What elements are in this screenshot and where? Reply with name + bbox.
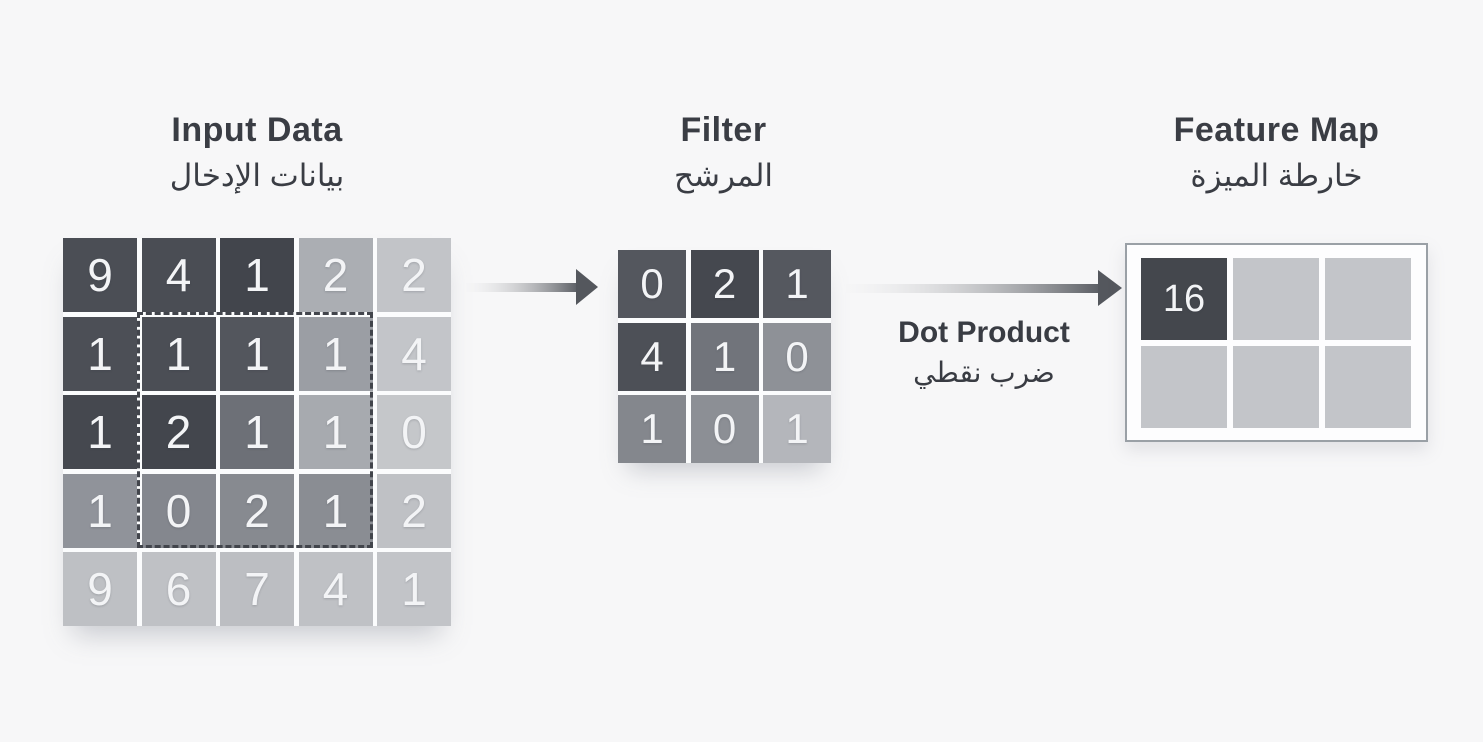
matrix-cell: 1 bbox=[763, 395, 831, 463]
matrix-cell: 6 bbox=[141, 552, 216, 626]
input-title-arabic: بيانات الإدخال bbox=[169, 158, 345, 193]
feature-map-matrix: 16 bbox=[1141, 258, 1411, 428]
matrix-cell: 2 bbox=[220, 473, 294, 548]
matrix-cell: 4 bbox=[618, 322, 686, 391]
matrix-cell: 1 bbox=[63, 395, 137, 469]
feature-map-title-arabic: خارطة الميزة bbox=[1190, 158, 1363, 193]
input-title-block: Input Data بيانات الإدخال bbox=[63, 108, 451, 200]
matrix-cell: 1 bbox=[298, 395, 373, 469]
matrix-cell: 0 bbox=[763, 322, 831, 391]
matrix-cell: 4 bbox=[298, 552, 373, 626]
filter-title: Filter bbox=[680, 111, 767, 149]
matrix-cell: 1 bbox=[298, 473, 373, 548]
matrix-cell: 1 bbox=[298, 316, 373, 391]
dot-product-label-block: Dot Product ضرب نقطي bbox=[846, 314, 1122, 394]
matrix-cell: 1 bbox=[141, 316, 216, 391]
matrix-cell: 9 bbox=[63, 552, 137, 626]
matrix-cell: 7 bbox=[220, 552, 294, 626]
matrix-cell: 1 bbox=[377, 552, 451, 626]
dot-product-label-arabic: ضرب نقطي bbox=[913, 357, 1055, 388]
matrix-cell bbox=[1325, 346, 1411, 428]
matrix-cell: 2 bbox=[298, 238, 373, 312]
arrow-right-icon bbox=[846, 270, 1122, 306]
matrix-cell: 1 bbox=[763, 250, 831, 318]
matrix-cell: 2 bbox=[690, 250, 759, 318]
input-title: Input Data bbox=[171, 111, 343, 149]
matrix-cell: 1 bbox=[690, 322, 759, 391]
matrix-cell: 1 bbox=[63, 473, 137, 548]
matrix-cell: 0 bbox=[377, 395, 451, 469]
filter-title-block: Filter المرشح bbox=[593, 108, 854, 200]
matrix-cell: 4 bbox=[141, 238, 216, 312]
matrix-cell: 2 bbox=[377, 238, 451, 312]
filter-title-arabic: المرشح bbox=[673, 158, 774, 193]
matrix-cell: 1 bbox=[220, 238, 294, 312]
matrix-cell bbox=[1233, 346, 1319, 428]
matrix-cell: 16 bbox=[1141, 258, 1227, 340]
matrix-cell: 2 bbox=[377, 473, 451, 548]
matrix-cell: 1 bbox=[618, 395, 686, 463]
matrix-cell: 1 bbox=[63, 316, 137, 391]
matrix-cell: 0 bbox=[690, 395, 759, 463]
matrix-cell: 9 bbox=[63, 238, 137, 312]
arrow-right-icon bbox=[466, 269, 598, 305]
feature-map-title-block: Feature Map خارطة الميزة bbox=[1113, 108, 1440, 200]
dot-product-label: Dot Product bbox=[898, 316, 1070, 349]
feature-map-box: 16 bbox=[1125, 243, 1428, 442]
matrix-cell: 1 bbox=[220, 395, 294, 469]
matrix-cell: 1 bbox=[220, 316, 294, 391]
feature-map-title: Feature Map bbox=[1173, 111, 1380, 149]
matrix-cell: 4 bbox=[377, 316, 451, 391]
matrix-cell: 2 bbox=[141, 395, 216, 469]
matrix-cell bbox=[1325, 258, 1411, 340]
matrix-cell: 0 bbox=[141, 473, 216, 548]
matrix-cell: 0 bbox=[618, 250, 686, 318]
matrix-cell bbox=[1233, 258, 1319, 340]
matrix-cell bbox=[1141, 346, 1227, 428]
